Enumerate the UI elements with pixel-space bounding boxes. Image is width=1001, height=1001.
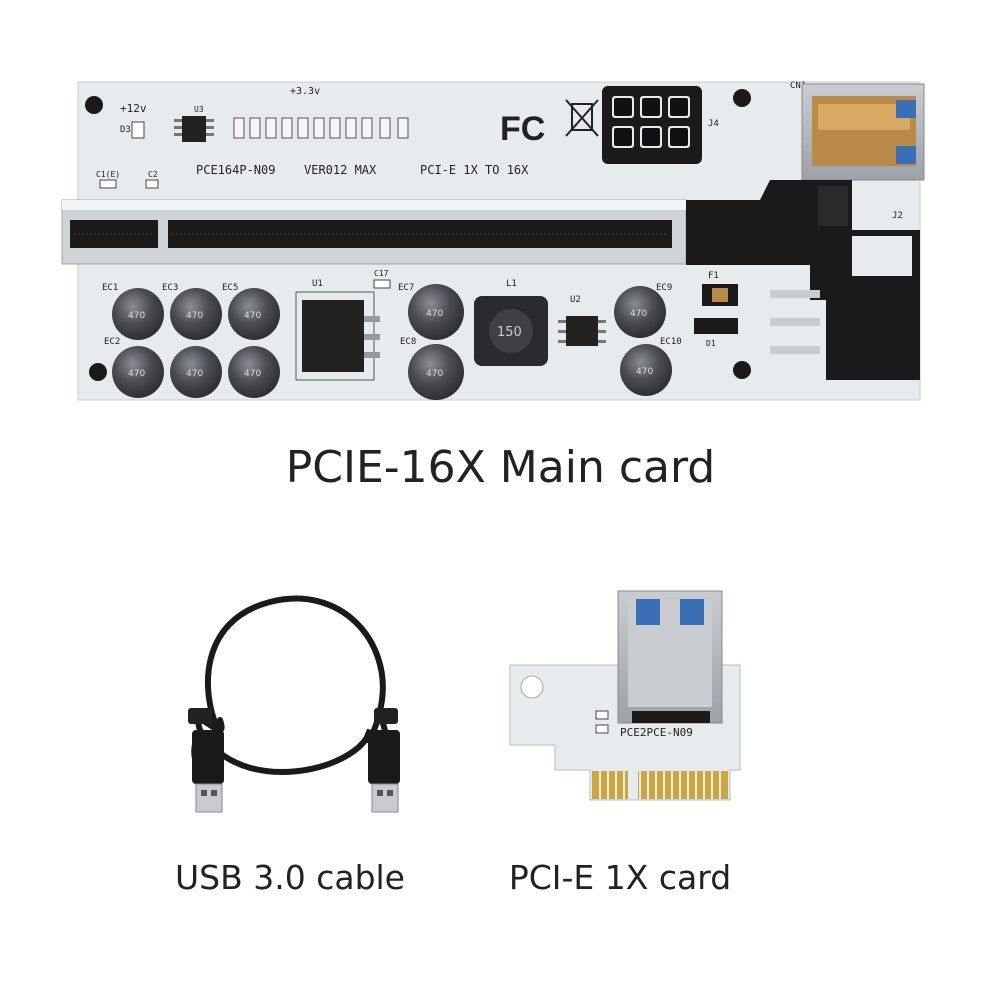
mount-hole (85, 96, 103, 114)
mount-hole (89, 363, 107, 381)
svg-text:470: 470 (636, 367, 653, 377)
mount-hole (733, 361, 751, 379)
cable-caption: USB 3.0 cable (175, 858, 405, 897)
main-riser-board: +12v D3 U3 +3.3v PCE164P-N09 VER012 MAX … (61, 81, 925, 401)
regulator-u1 (295, 291, 380, 381)
svg-text:470: 470 (128, 311, 145, 321)
svg-text:470: 470 (426, 309, 443, 319)
svg-text:EC5: EC5 (222, 283, 238, 293)
x1-gold-fingers (592, 771, 728, 799)
mount-hole (733, 89, 751, 107)
svg-text:C17: C17 (374, 269, 389, 278)
board-function: PCI-E 1X TO 16X (420, 163, 529, 177)
smd-resistor-row (233, 117, 409, 139)
capacitor-ec8: 470 (408, 344, 464, 400)
pcie-x16-slot (61, 199, 687, 265)
inductor-l1: 150 (474, 296, 548, 366)
svg-text:J2: J2 (892, 211, 903, 221)
svg-text:EC8: EC8 (400, 337, 416, 347)
svg-text:D3: D3 (120, 125, 131, 135)
svg-text:470: 470 (244, 311, 261, 321)
capacitor-ec10: 470 (620, 344, 672, 396)
diode-d1 (694, 318, 738, 334)
svg-text:C1(E): C1(E) (96, 170, 120, 179)
chip-u3 (182, 116, 206, 142)
board-version: VER012 MAX (304, 163, 377, 177)
usb-plug-right (368, 708, 400, 813)
label-33v: +3.3v (290, 86, 320, 97)
usb3-cable (188, 595, 400, 813)
svg-text:470: 470 (128, 369, 145, 379)
main-card-caption: PCIE-16X Main card (285, 442, 716, 493)
svg-text:470: 470 (630, 309, 647, 319)
capacitor-ec6: 470 (228, 346, 280, 398)
svg-text:D1: D1 (706, 339, 716, 348)
led-d3 (131, 121, 145, 139)
cable-loop (195, 595, 386, 775)
svg-text:EC9: EC9 (656, 283, 672, 293)
capacitor-ec7: 470 (408, 284, 464, 340)
usb-plug-left (188, 708, 224, 813)
capacitor-ec9: 470 (614, 286, 666, 338)
svg-text:L1: L1 (506, 279, 517, 289)
svg-text:EC7: EC7 (398, 283, 414, 293)
mount-hole (520, 675, 544, 699)
chip-u2 (558, 316, 606, 346)
svg-text:EC3: EC3 (162, 283, 178, 293)
fc-mark: FC (500, 110, 545, 148)
svg-text:470: 470 (186, 369, 203, 379)
x1-card-caption: PCI-E 1X card (508, 858, 732, 897)
svg-text:EC1: EC1 (102, 283, 118, 293)
capacitor-ec1: 470 (112, 288, 164, 340)
svg-text:U1: U1 (312, 279, 323, 289)
svg-text:CN1: CN1 (790, 81, 806, 91)
svg-text:U2: U2 (570, 295, 581, 305)
x1-card-model: PCE2PCE-N09 (620, 726, 693, 739)
pcie-x1-card: PCE2PCE-N09 (509, 590, 741, 801)
sata-power-connector (686, 180, 920, 380)
svg-text:F1: F1 (708, 271, 719, 281)
capacitor-ec2: 470 (112, 346, 164, 398)
usb3-port-main (801, 83, 925, 181)
svg-text:C2: C2 (148, 170, 158, 179)
six-pin-power-connector (602, 86, 702, 164)
svg-text:EC2: EC2 (104, 337, 120, 347)
capacitor-ec5: 470 (228, 288, 280, 340)
board-model: PCE164P-N09 (196, 163, 275, 177)
svg-text:U3: U3 (194, 105, 204, 114)
svg-text:470: 470 (426, 369, 443, 379)
label-12v: +12v (120, 102, 147, 115)
usb3-port-x1 (617, 590, 723, 724)
svg-text:470: 470 (186, 311, 203, 321)
svg-text:EC10: EC10 (660, 337, 682, 347)
weee-bin-icon (565, 99, 599, 137)
capacitor-ec3: 470 (170, 288, 222, 340)
svg-text:J4: J4 (708, 119, 719, 129)
svg-text:150: 150 (497, 325, 522, 340)
svg-text:470: 470 (244, 369, 261, 379)
capacitor-ec4: 470 (170, 346, 222, 398)
capacitor-bank: 470 470 470 470 470 470 470 470 470 470 (112, 284, 672, 400)
